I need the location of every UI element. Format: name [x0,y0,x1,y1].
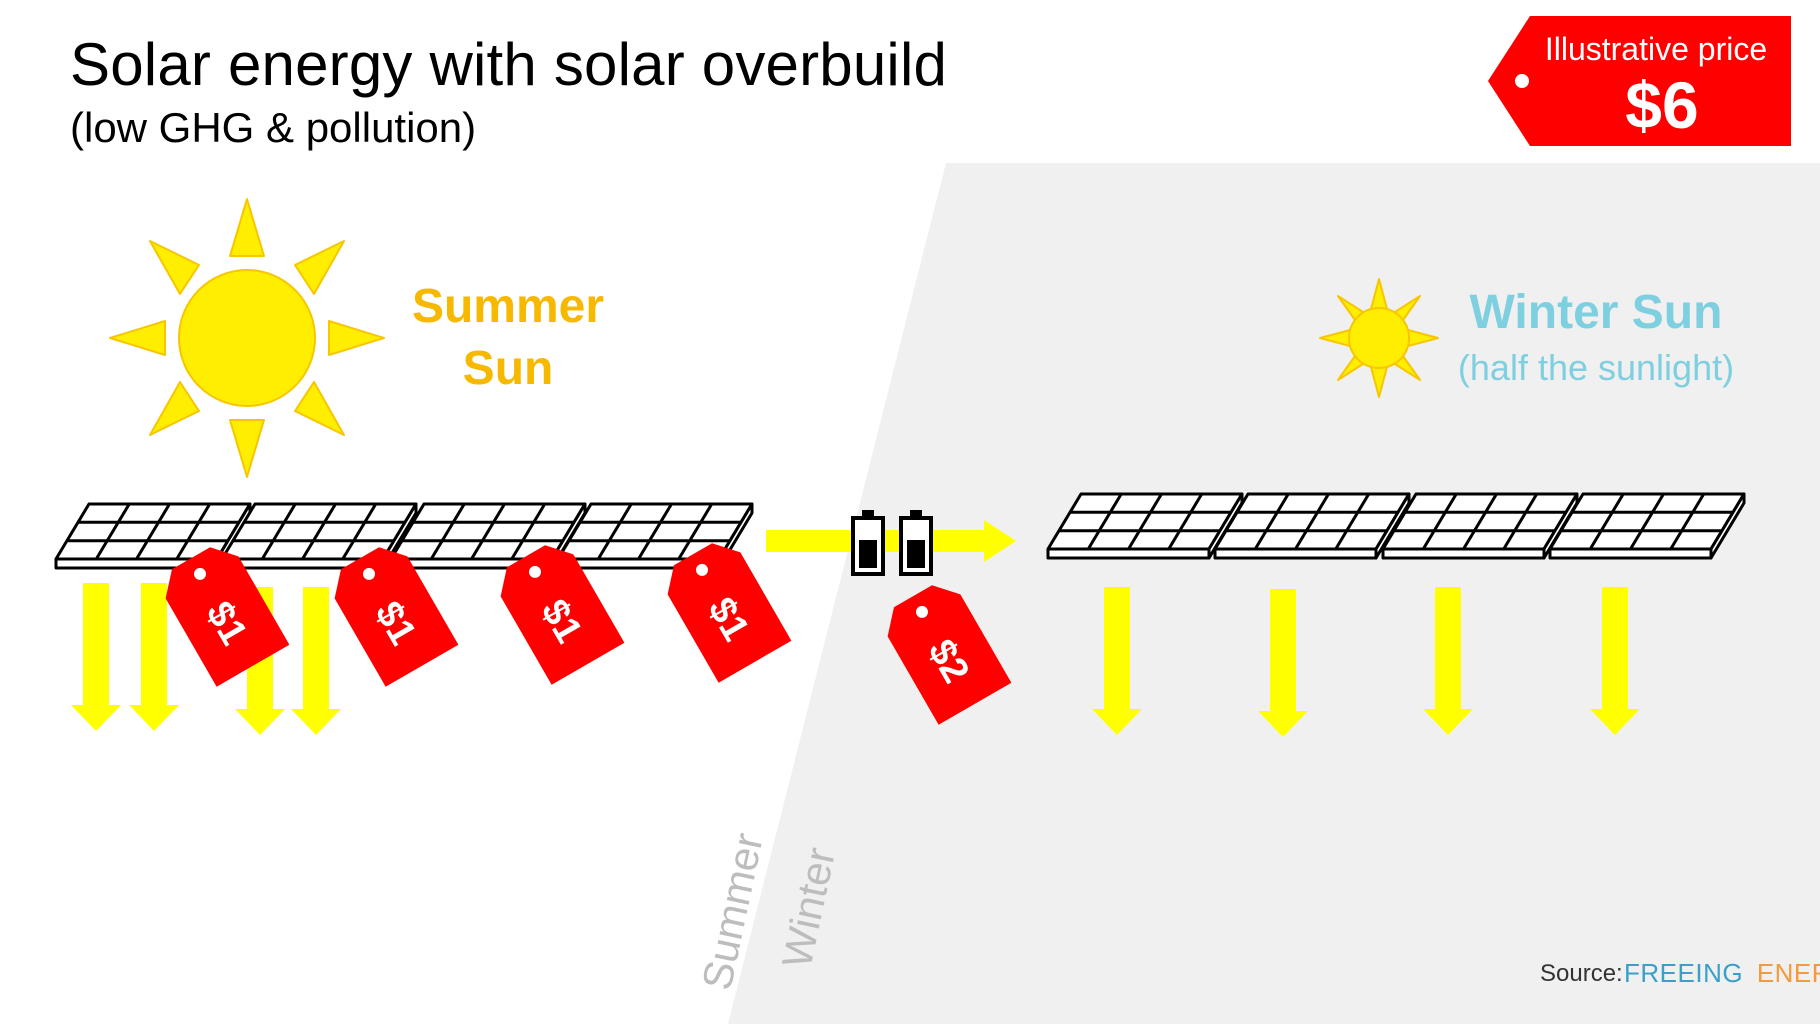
winter-solar-panel-4 [1548,492,1746,560]
illustrative-price-value: $6 [1625,68,1698,142]
illustrative-price-label: Illustrative price [1545,31,1767,67]
winter-sun-note: (half the sunlight) [1458,347,1734,388]
battery-icon-1 [851,508,885,576]
storage-price-tag: $2 [887,585,1012,725]
winter-panels [1046,492,1746,560]
page-title: Solar energy with solar overbuild [70,31,948,98]
source-brand-part2: ENERGY [1757,958,1820,988]
summer-output-arrow-1 [71,583,121,731]
panel-price-tag-3: $1 [500,545,625,685]
summer-sun-label-line1: Summer [412,280,604,333]
panel-price-tag-4: $1 [667,543,792,683]
source-brand-part1: FREEING [1624,958,1743,988]
winter-solar-panel-2 [1213,492,1411,560]
winter-solar-panel-3 [1381,492,1579,560]
summer-output-arrow-4 [291,587,341,735]
panel-price-tag-1: $1 [165,547,290,687]
battery-icon-2 [899,508,933,576]
winter-solar-panel-1 [1046,492,1244,560]
page-subtitle: (low GHG & pollution) [70,104,477,151]
winter-sun-icon [1319,278,1439,398]
source-brand: FREEING ENERGY [1624,958,1820,988]
source-label: Source: [1540,960,1623,987]
summer-sun-icon [109,198,385,478]
winter-sun-label: Winter Sun [1470,286,1723,339]
summer-sun-label-line2: Sun [463,342,554,395]
panel-price-tag-2: $1 [334,547,459,687]
illustrative-price-tag: Illustrative price $6 [1488,16,1791,146]
